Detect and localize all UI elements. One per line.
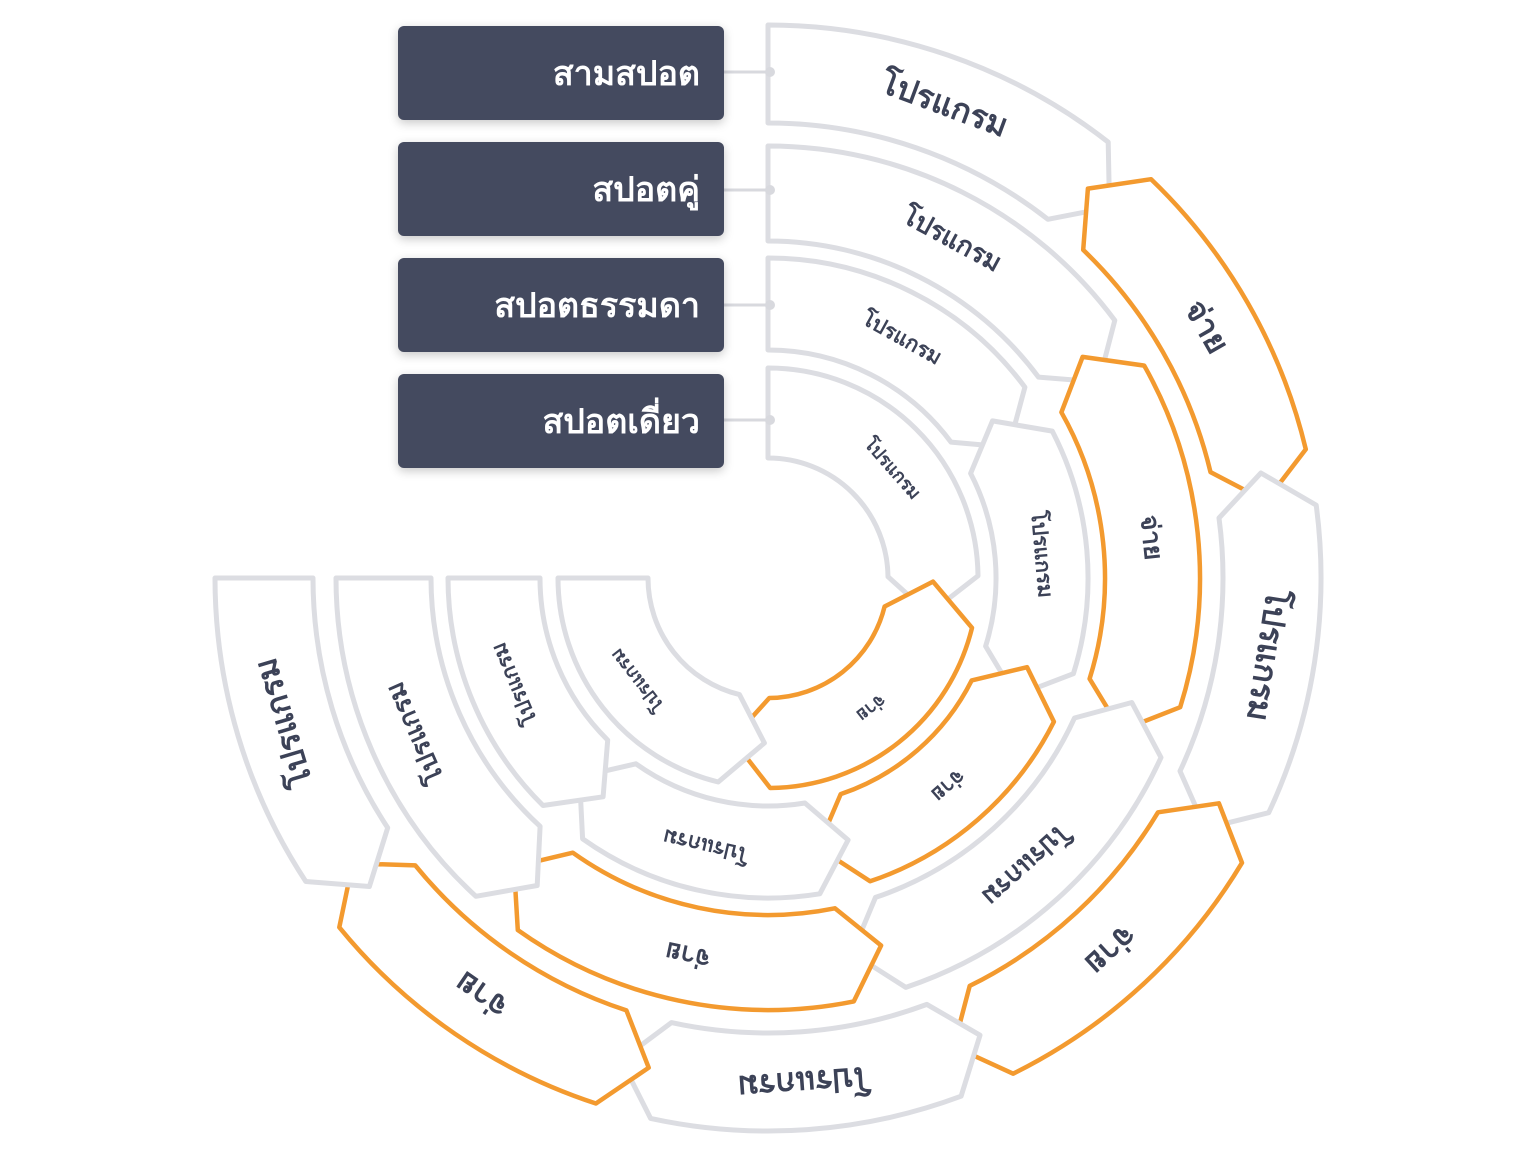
ring-connector-dot xyxy=(765,67,775,77)
spot-label-single-text: สปอตเดี่ยว xyxy=(542,402,700,442)
spot-label-triple-text: สามสปอต xyxy=(552,54,700,94)
program-arrow-segment xyxy=(968,418,1091,699)
spot-label-double-text: สปอตคู่ xyxy=(592,170,700,210)
program-arrow-segment xyxy=(765,255,1028,450)
spot-label-single: สปอตเดี่ยว xyxy=(398,374,724,468)
ring-connector-dot xyxy=(765,300,775,310)
spot-label-double: สปอตคู่ xyxy=(398,142,724,236)
program-arrow-segment xyxy=(765,22,1112,222)
program-arrow-segment xyxy=(333,575,543,899)
program-arrow-segment xyxy=(212,575,391,889)
spot-label-regular-text: สปอตธรรมดา xyxy=(494,286,700,326)
program-arrow-segment xyxy=(765,143,1118,385)
ring-connector-dot xyxy=(765,415,775,425)
ring-connector-dot xyxy=(765,185,775,195)
pay-arrow-segment xyxy=(729,579,975,791)
spot-label-regular: สปอตธรรมดา xyxy=(398,258,724,352)
program-arrow-segment xyxy=(445,575,611,808)
spot-label-triple: สามสปอต xyxy=(398,26,724,120)
program-arrow-segment xyxy=(555,575,767,785)
pay-segment-label: จ่าย xyxy=(1134,514,1169,562)
program-arrow-segment xyxy=(765,365,981,617)
